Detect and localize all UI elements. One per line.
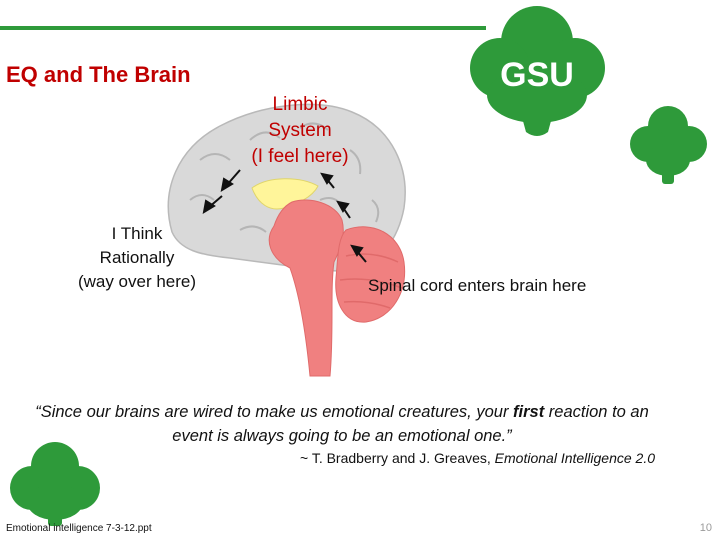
limbic-region	[251, 178, 319, 210]
think-rationally-label: I Think Rationally (way over here)	[58, 222, 216, 294]
attribution-book: Emotional Intelligence 2.0	[494, 450, 655, 466]
attribution-prefix: ~ T. Bradberry and J. Greaves,	[300, 450, 495, 466]
think-line: I Think	[111, 224, 163, 243]
limbic-line: Limbic	[272, 94, 328, 115]
brain-illustration	[167, 103, 406, 377]
brainstem	[268, 199, 344, 377]
trefoil-icon-right	[630, 106, 707, 184]
footer-filename: Emotional intelligence 7-3-12.ppt	[6, 523, 152, 534]
gsu-logo	[470, 6, 605, 136]
think-line: (way over here)	[77, 272, 197, 291]
spinal-cord-label: Spinal cord enters brain here	[368, 276, 587, 295]
header-rule	[0, 26, 486, 30]
quote-part1: “Since our brains are wired to make us e…	[35, 403, 514, 421]
trefoil-icon-left	[10, 442, 100, 526]
gsu-logo-text: GSU	[500, 56, 574, 94]
think-line: Rationally	[99, 248, 175, 267]
cerebellum	[335, 226, 406, 323]
arrow-icons	[202, 169, 367, 263]
limbic-line: System	[268, 120, 332, 141]
attribution: ~ T. Bradberry and J. Greaves, Emotional…	[0, 450, 655, 466]
quote-emphasis: first	[513, 403, 545, 421]
quote-text: “Since our brains are wired to make us e…	[22, 400, 662, 448]
limbic-line: (I feel here)	[251, 146, 349, 167]
limbic-system-label: Limbic System (I feel here)	[232, 92, 368, 170]
slide-title: EQ and The Brain	[6, 62, 191, 87]
page-number: 10	[699, 522, 712, 534]
quote-part2: reaction to an event is always going to …	[172, 403, 649, 445]
